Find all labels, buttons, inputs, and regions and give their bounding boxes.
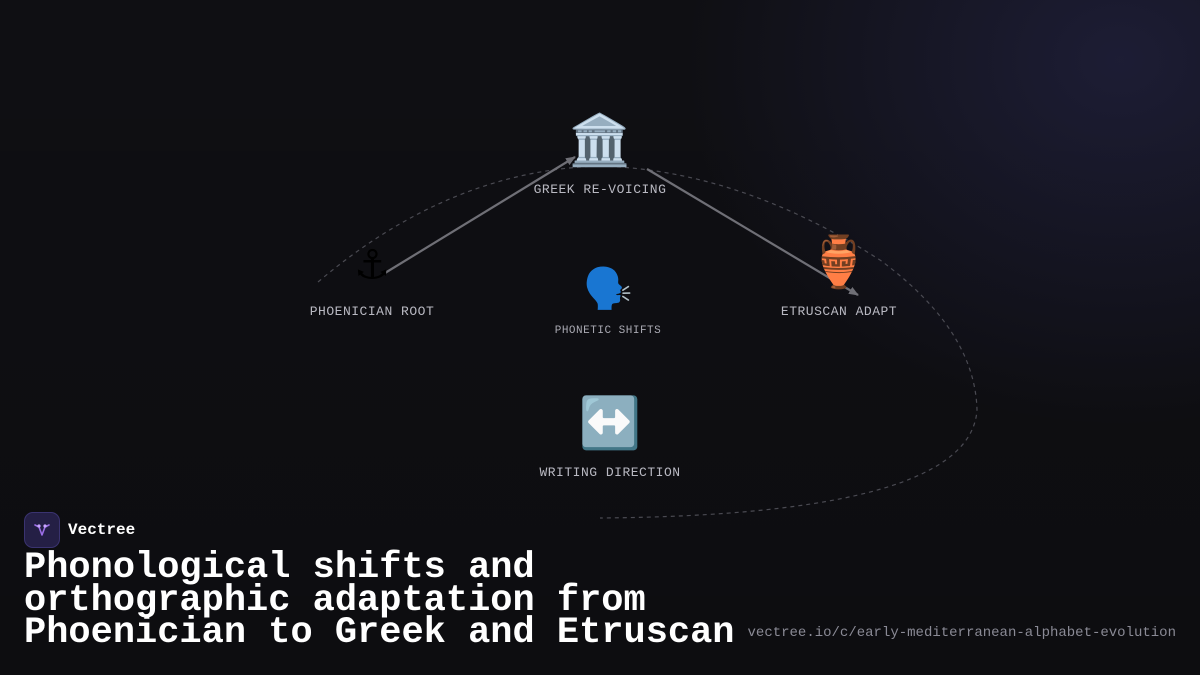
node-greek: 🏛️ GREEK RE-VOICING xyxy=(533,116,667,198)
node-label-etruscan: ETRUSCAN ADAPT xyxy=(780,304,898,319)
speaking-head-icon: 🗣️ xyxy=(583,270,633,315)
node-label-phoenician: PHOENICIAN ROOT xyxy=(309,304,435,319)
brand-name: Vectree xyxy=(68,521,136,539)
edge-greek-to-etruscan xyxy=(646,168,859,296)
node-label-greek: GREEK RE-VOICING xyxy=(533,182,667,197)
source-url: vectree.io/c/early-mediterranean-alphabe… xyxy=(747,625,1176,641)
page-title: Phonological shifts and orthographic ada… xyxy=(24,547,735,654)
node-direction: ↔️ WRITING DIRECTION xyxy=(539,399,681,481)
amphora-icon: 🏺 xyxy=(807,238,871,295)
node-label-direction: WRITING DIRECTION xyxy=(539,465,681,480)
dashed-flow-path xyxy=(317,165,978,519)
left-right-arrow-icon: ↔️ xyxy=(578,399,642,456)
node-etruscan: 🏺 ETRUSCAN ADAPT xyxy=(780,238,898,320)
edge-phoenician-to-greek xyxy=(384,156,576,274)
node-phonetic: 🗣️ PHONETIC SHIFTS xyxy=(554,270,662,338)
vectree-logo-icon xyxy=(24,512,60,548)
classical-building-icon: 🏛️ xyxy=(568,116,632,173)
brand: Vectree xyxy=(24,512,135,548)
node-label-phonetic: PHONETIC SHIFTS xyxy=(554,325,662,337)
node-phoenician: ⚓ PHOENICIAN ROOT xyxy=(309,238,435,320)
anchor-icon: ⚓ xyxy=(356,238,388,295)
